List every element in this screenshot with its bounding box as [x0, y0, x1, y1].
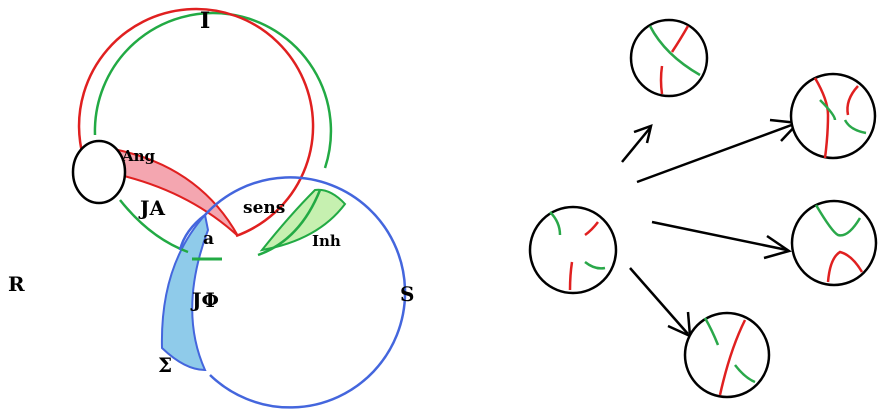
- right-circle-s-inner-arc: [178, 214, 206, 251]
- label-ja: JA: [138, 196, 165, 220]
- arrow-to-bottom-state: [629, 267, 692, 339]
- label-ang: Ang: [121, 147, 156, 165]
- center-state: [528, 205, 618, 295]
- bottom-state: [683, 311, 771, 399]
- arrow-to-right-top-state: [636, 118, 801, 184]
- label-i: I: [200, 8, 210, 34]
- label-a: a: [203, 229, 214, 249]
- top-circle-i: [93, 11, 333, 169]
- top-state: [629, 18, 709, 98]
- state-graph: [528, 18, 878, 399]
- right-top-state: [789, 72, 877, 160]
- sigma-region: [160, 212, 210, 372]
- label-sens: sens: [243, 198, 285, 218]
- label-sigma: Σ: [158, 353, 172, 377]
- label-inh: Inh: [312, 232, 341, 250]
- label-r: R: [8, 272, 25, 296]
- label-jphi: JΦ: [190, 288, 219, 312]
- arrow-to-right-bottom-state: [651, 220, 792, 260]
- arrow-to-top-state: [621, 124, 653, 163]
- right-bottom-state: [790, 199, 878, 287]
- label-s: S: [400, 282, 414, 306]
- small-black-circle: [71, 139, 127, 205]
- venn-diagram: I Ang JA sens Inh a R S JΦ Σ: [8, 7, 414, 409]
- top-circle-i-right-segment: [257, 189, 322, 257]
- right-circle-s: [204, 176, 407, 409]
